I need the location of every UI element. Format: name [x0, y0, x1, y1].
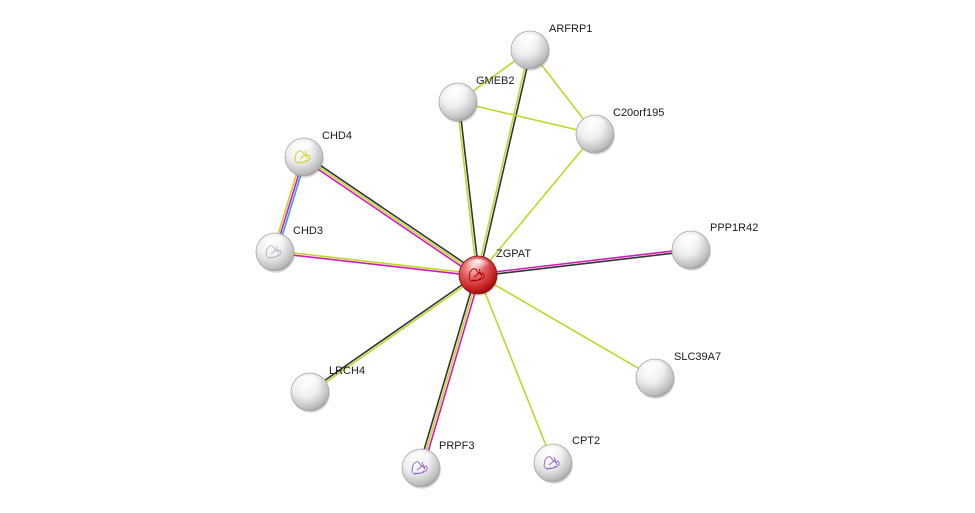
node-slc39a7[interactable]: SLC39A7	[635, 351, 721, 399]
node-highlight	[263, 235, 287, 250]
node-label-lrch4: LRCH4	[329, 365, 365, 377]
node-highlight	[446, 85, 470, 100]
node-zgpat[interactable]: ZGPAT	[458, 248, 531, 296]
edge-evidence-textmining	[476, 48, 530, 276]
protein-structure-icon	[468, 268, 485, 282]
protein-structure-icon	[543, 456, 560, 470]
node-c20orf195[interactable]: C20orf195	[575, 107, 664, 155]
edge-zgpat-chd4[interactable]	[301, 154, 481, 278]
edge-evidence-textmining	[456, 101, 478, 276]
node-lrch4[interactable]: LRCH4	[290, 365, 365, 413]
edge-evidence-textmining	[477, 133, 596, 276]
protein-structure-icon	[411, 461, 428, 475]
node-prpf3[interactable]: PRPF3	[401, 440, 474, 489]
node-label-prpf3: PRPF3	[439, 440, 474, 452]
node-label-arfrp1: ARFRP1	[549, 23, 592, 35]
node-highlight	[292, 140, 316, 155]
edge-zgpat-ppp1r42[interactable]	[477, 248, 692, 277]
edge-zgpat-slc39a7[interactable]	[477, 274, 656, 379]
node-arfrp1[interactable]: ARFRP1	[510, 23, 592, 71]
edge-zgpat-lrch4[interactable]	[308, 273, 480, 394]
node-label-chd3: CHD3	[293, 225, 323, 237]
node-chd4[interactable]: CHD4	[284, 130, 352, 178]
node-highlight	[518, 33, 542, 48]
edge-zgpat-cpt2[interactable]	[477, 274, 554, 464]
edge-evidence-coexpression	[458, 101, 480, 276]
edge-evidence-experiments	[477, 248, 692, 275]
edge-evidence-coexpression	[477, 250, 692, 277]
edge-evidence-coexpression	[478, 49, 532, 277]
node-label-gmeb2: GMEB2	[476, 75, 515, 87]
edge-evidence-textmining	[477, 274, 554, 464]
node-chd3[interactable]: CHD3	[255, 225, 323, 273]
node-cpt2[interactable]: CPT2	[533, 435, 600, 484]
node-highlight	[643, 361, 667, 376]
edge-evidence-coexpression	[304, 154, 481, 274]
node-highlight	[466, 258, 490, 273]
protein-structure-icon	[265, 245, 282, 259]
node-label-chd4: CHD4	[322, 130, 352, 142]
edge-zgpat-prpf3[interactable]	[418, 273, 481, 470]
edge-evidence-textmining	[420, 274, 479, 469]
edge-evidence-coexpression	[418, 273, 477, 469]
node-label-cpt2: CPT2	[572, 435, 600, 447]
edge-evidence-experiments	[301, 158, 478, 278]
node-ppp1r42[interactable]: PPP1R42	[671, 222, 758, 271]
edge-evidence-textmining	[457, 101, 596, 135]
node-label-slc39a7: SLC39A7	[674, 351, 721, 363]
node-label-ppp1r42: PPP1R42	[710, 222, 758, 234]
edge-evidence-textmining	[274, 250, 479, 275]
edge-evidence-textmining	[309, 275, 480, 394]
protein-structure-icon	[294, 150, 311, 164]
edge-evidence-experiments	[274, 252, 479, 277]
edge-gmeb2-c20orf195[interactable]	[457, 101, 596, 135]
edge-evidence-textmining	[477, 274, 656, 379]
edge-zgpat-chd3[interactable]	[274, 250, 479, 277]
edge-zgpat-gmeb2[interactable]	[456, 101, 480, 276]
node-highlight	[409, 451, 433, 466]
edge-evidence-coexpression	[308, 273, 479, 392]
edge-zgpat-c20orf195[interactable]	[477, 133, 596, 276]
edge-evidence-experiments	[422, 274, 481, 470]
node-label-zgpat: ZGPAT	[496, 248, 531, 260]
node-gmeb2[interactable]: GMEB2	[438, 75, 515, 123]
node-highlight	[583, 117, 607, 132]
node-highlight	[679, 233, 703, 248]
edge-zgpat-arfrp1[interactable]	[476, 48, 532, 277]
edge-evidence-textmining	[303, 156, 479, 276]
node-label-c20orf195: C20orf195	[613, 107, 664, 119]
node-highlight	[298, 375, 322, 390]
node-highlight	[541, 446, 565, 461]
